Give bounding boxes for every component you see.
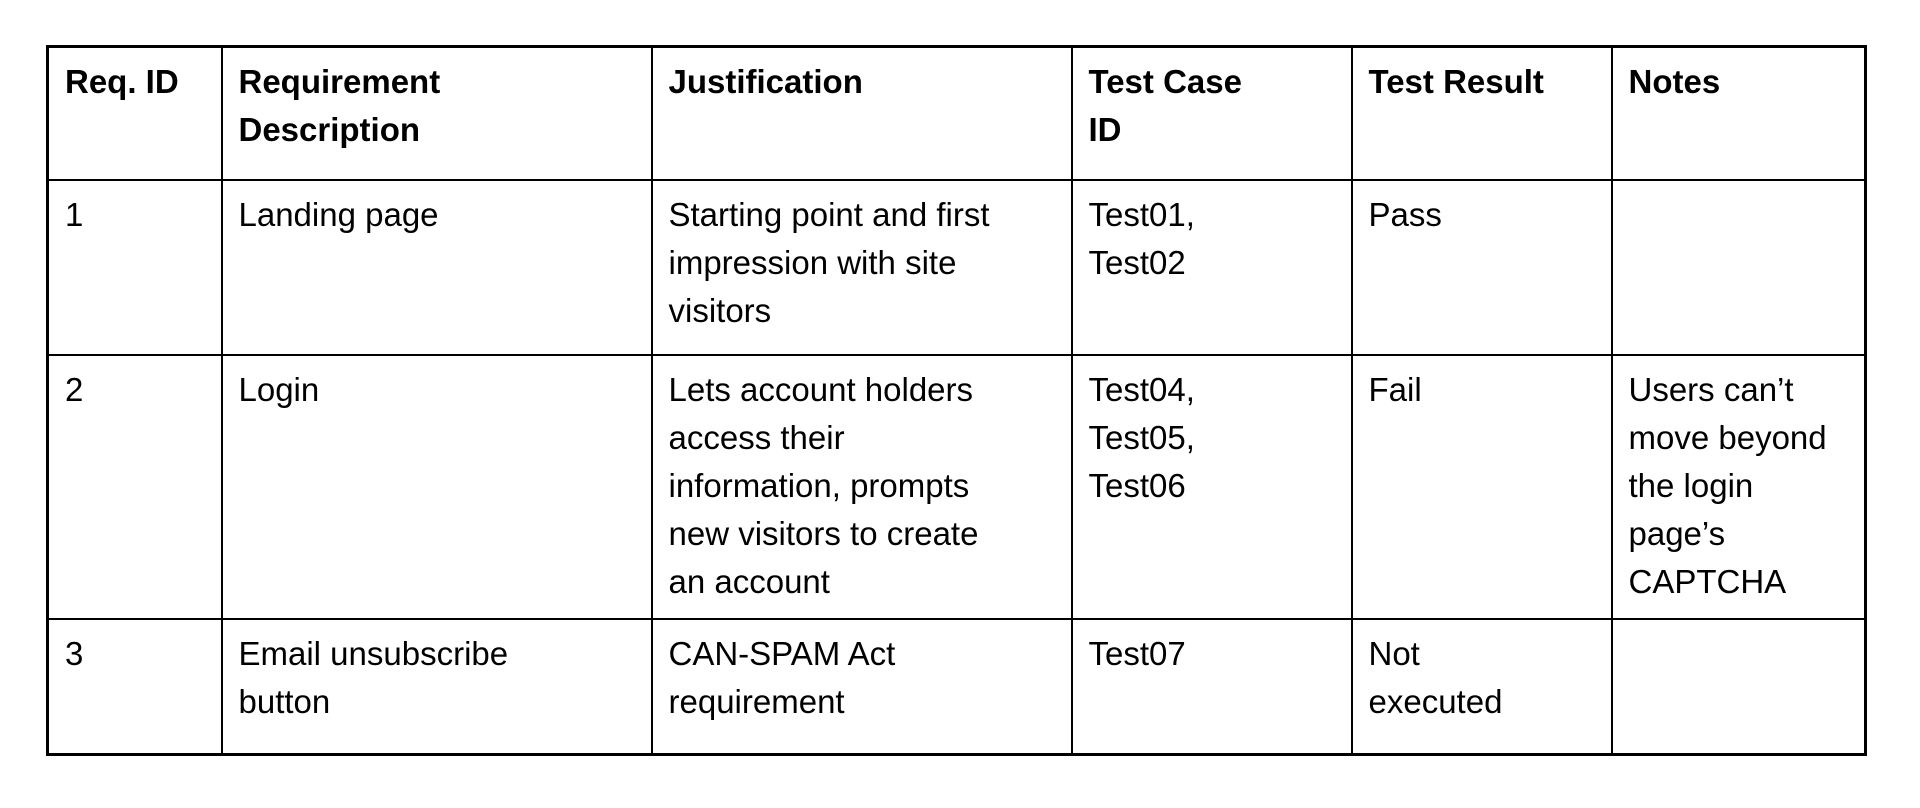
header-justification: Justification bbox=[650, 45, 1073, 181]
cell-test-case-id: Test07 bbox=[1070, 617, 1353, 756]
cell-requirement-description: Landing page bbox=[220, 178, 653, 356]
header-notes: Notes bbox=[1610, 45, 1867, 181]
cell-notes bbox=[1610, 178, 1867, 356]
cell-requirement-description: Email unsubscribe button bbox=[220, 617, 653, 756]
cell-requirement-description: Login bbox=[220, 353, 653, 620]
cell-test-result: Not executed bbox=[1350, 617, 1613, 756]
table-row: 2 Login Lets account holders access thei… bbox=[46, 353, 1867, 620]
cell-notes: Users can’t move beyond the login page’s… bbox=[1610, 353, 1867, 620]
cell-req-id: 2 bbox=[46, 353, 223, 620]
requirements-traceability-table: Req. ID Requirement Description Justific… bbox=[46, 45, 1867, 756]
table-header-row: Req. ID Requirement Description Justific… bbox=[46, 45, 1867, 181]
cell-test-result: Pass bbox=[1350, 178, 1613, 356]
cell-justification: Starting point and first impression with… bbox=[650, 178, 1073, 356]
header-req-id: Req. ID bbox=[46, 45, 223, 181]
cell-req-id: 1 bbox=[46, 178, 223, 356]
header-requirement-description: Requirement Description bbox=[220, 45, 653, 181]
cell-test-case-id: Test01, Test02 bbox=[1070, 178, 1353, 356]
cell-justification: Lets account holders access their inform… bbox=[650, 353, 1073, 620]
cell-test-case-id: Test04, Test05, Test06 bbox=[1070, 353, 1353, 620]
table-row: 1 Landing page Starting point and first … bbox=[46, 178, 1867, 356]
header-test-case-id: Test Case ID bbox=[1070, 45, 1353, 181]
cell-test-result: Fail bbox=[1350, 353, 1613, 620]
cell-justification: CAN-SPAM Act requirement bbox=[650, 617, 1073, 756]
cell-req-id: 3 bbox=[46, 617, 223, 756]
header-test-result: Test Result bbox=[1350, 45, 1613, 181]
cell-notes bbox=[1610, 617, 1867, 756]
table-row: 3 Email unsubscribe button CAN-SPAM Act … bbox=[46, 617, 1867, 756]
